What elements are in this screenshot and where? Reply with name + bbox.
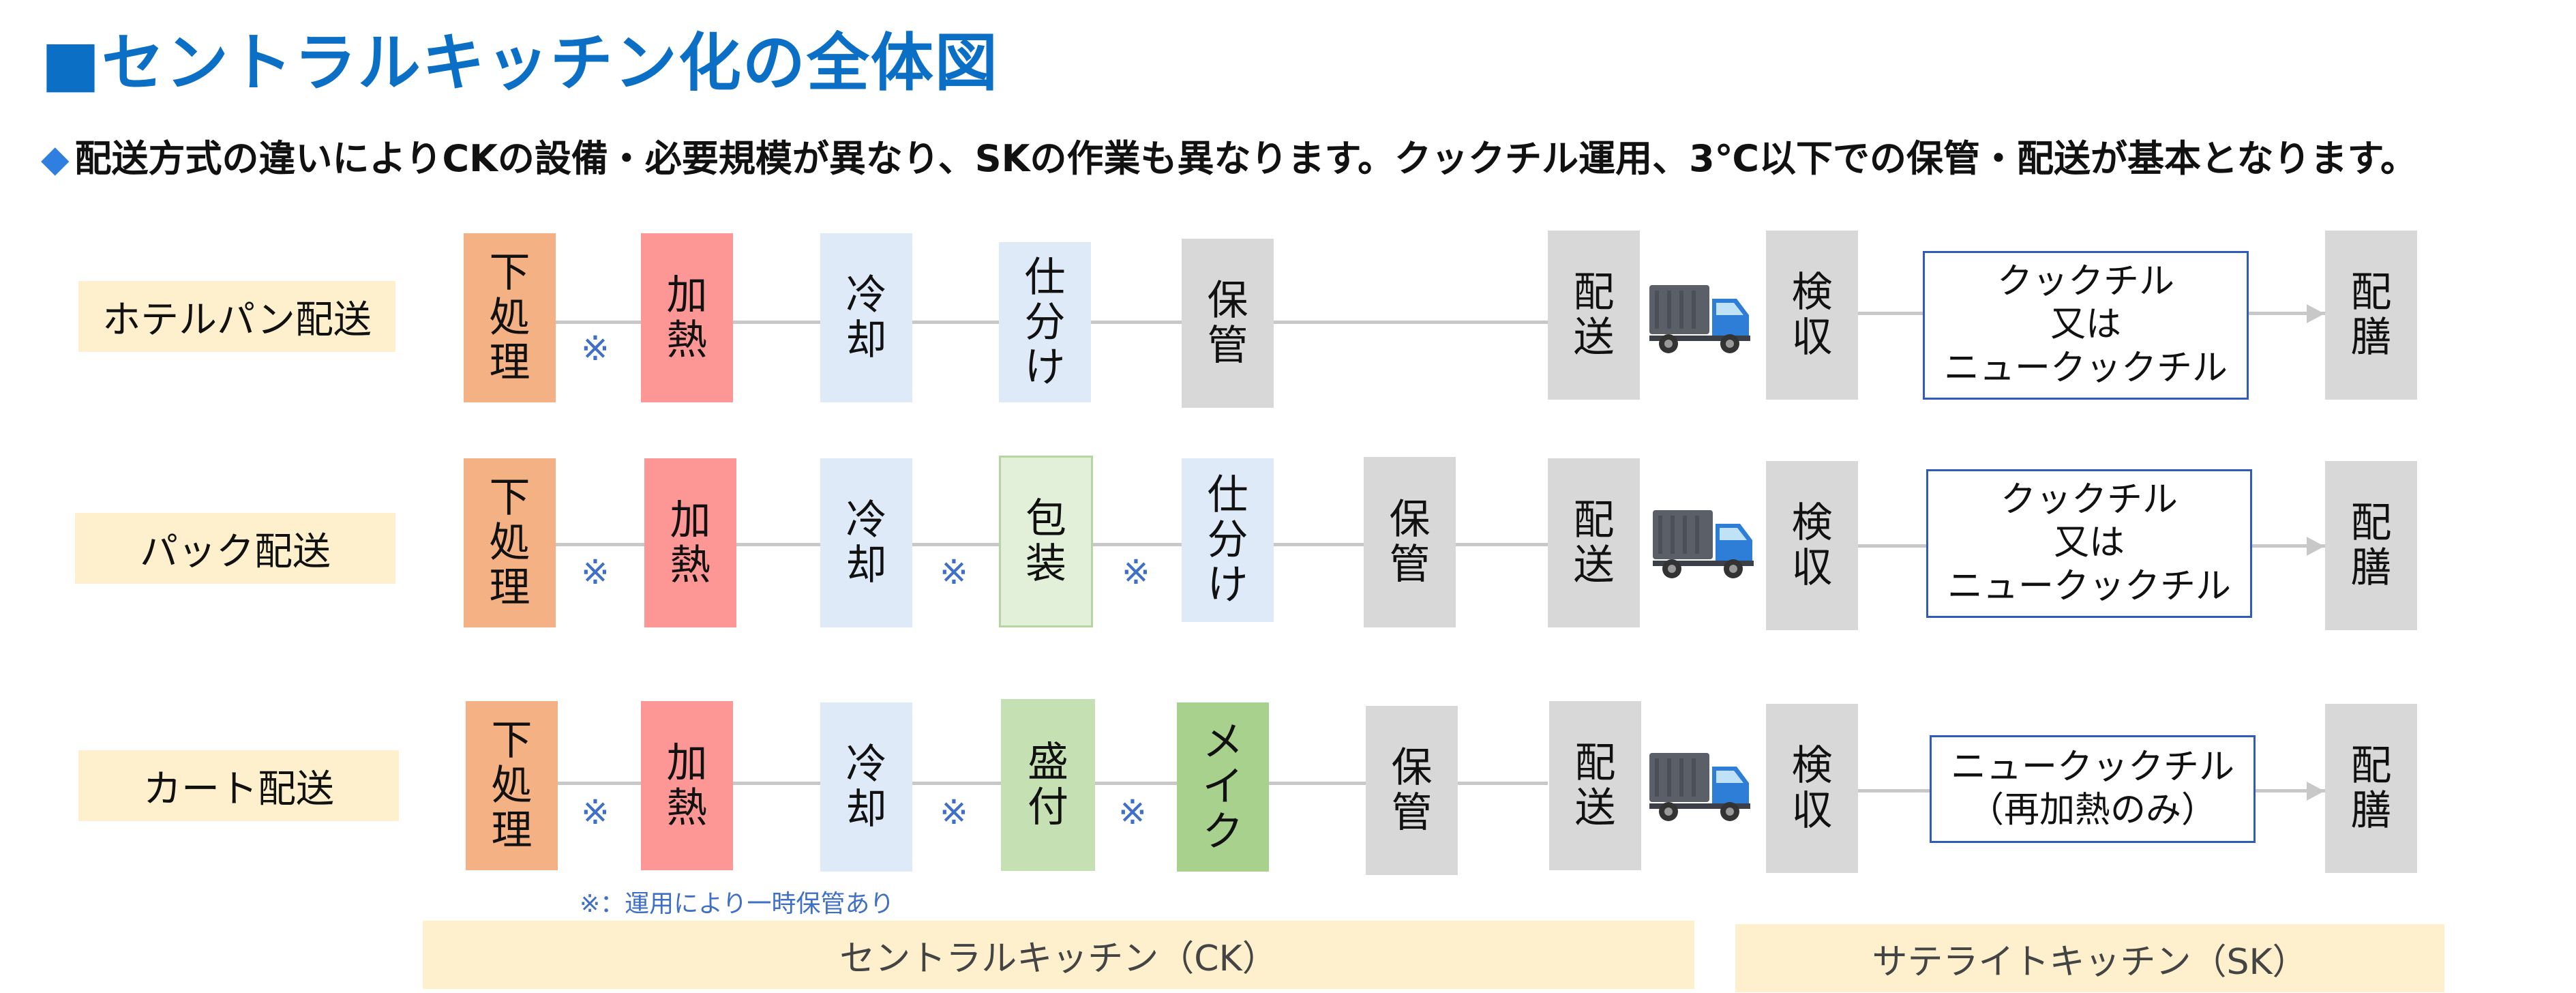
- arrow-icon: [2307, 782, 2324, 801]
- delivery-truck-icon: [1649, 753, 1750, 821]
- step-receive: 検収: [1766, 461, 1858, 630]
- row-label: ホテルパン配送: [78, 281, 395, 352]
- footnote: ※：運用により一時保管あり: [580, 890, 895, 918]
- step-dispatch: 配送: [1548, 231, 1640, 400]
- diamond-bullet-icon: ◆: [41, 137, 70, 180]
- step-preprocess: 下処理: [464, 458, 556, 627]
- step-cool: 冷却: [820, 233, 912, 402]
- step-heat: 加熱: [641, 233, 733, 402]
- page-title: ■セントラルキッチン化の全体図: [41, 27, 999, 100]
- cooking-method-box: ニュークックチル（再加熱のみ）: [1930, 735, 2256, 843]
- delivery-truck-icon: [1649, 285, 1750, 353]
- row-label: パック配送: [75, 513, 395, 584]
- step-storage: 保管: [1366, 706, 1458, 875]
- step-storage: 保管: [1182, 239, 1274, 408]
- step-cool: 冷却: [820, 458, 912, 627]
- step-storage: 保管: [1364, 457, 1456, 627]
- asterisk-mark: ※: [581, 792, 610, 832]
- step-dispatch: 配送: [1549, 701, 1641, 870]
- step-make: メイク: [1177, 702, 1269, 872]
- row-label: カート配送: [78, 750, 399, 821]
- step-heat: 加熱: [641, 701, 733, 870]
- step-serve: 配膳: [2325, 704, 2417, 873]
- cooking-method-box: クックチル又はニュークックチル: [1923, 251, 2249, 400]
- satellite-kitchen-band: サテライトキッチン（SK）: [1735, 924, 2444, 992]
- step-receive: 検収: [1766, 231, 1858, 400]
- step-cool: 冷却: [820, 702, 912, 872]
- step-packaging: 包装: [999, 456, 1093, 627]
- asterisk-mark: ※: [940, 792, 968, 832]
- step-serve: 配膳: [2325, 461, 2417, 630]
- central-kitchen-band: セントラルキッチン（CK）: [423, 921, 1694, 989]
- arrow-icon: [2307, 304, 2324, 323]
- asterisk-mark: ※: [581, 552, 610, 592]
- step-preprocess: 下処理: [464, 233, 556, 402]
- step-serve: 配膳: [2325, 231, 2417, 400]
- asterisk-mark: ※: [581, 329, 610, 368]
- asterisk-mark: ※: [940, 552, 968, 592]
- cooking-method-box: クックチル又はニュークックチル: [1926, 469, 2252, 618]
- step-receive: 検収: [1766, 704, 1858, 873]
- step-dispatch: 配送: [1548, 458, 1640, 627]
- asterisk-mark: ※: [1118, 792, 1147, 832]
- subtitle: ◆配送方式の違いによりCKの設備・必要規模が異なり、SKの作業も異なります。クッ…: [41, 128, 2417, 182]
- asterisk-mark: ※: [1122, 552, 1150, 592]
- step-heat: 加熱: [644, 458, 736, 627]
- arrow-icon: [2307, 537, 2324, 556]
- step-sort: 仕分け: [999, 242, 1091, 402]
- step-plating: 盛付: [1001, 699, 1095, 871]
- step-preprocess: 下処理: [466, 701, 558, 870]
- delivery-truck-icon: [1653, 510, 1754, 578]
- step-sort: 仕分け: [1182, 458, 1274, 622]
- subtitle-text: 配送方式の違いによりCKの設備・必要規模が異なり、SKの作業も異なります。クック…: [74, 137, 2418, 180]
